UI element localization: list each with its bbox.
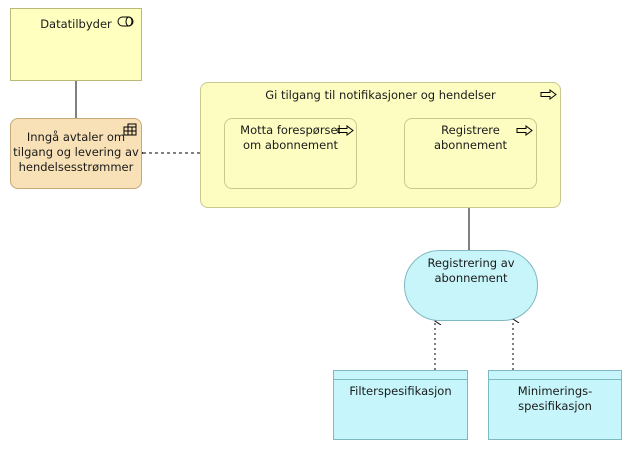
contract-grid-icon bbox=[123, 123, 137, 136]
data-object-filterspesifikasjon[interactable]: Filterspesifikasjon bbox=[333, 370, 468, 440]
process-arrow-icon bbox=[337, 125, 354, 136]
actor-label: Datatilbyder bbox=[40, 17, 112, 31]
role-icon bbox=[117, 16, 134, 27]
event-label: Registrering av abonnement bbox=[427, 256, 515, 285]
process-receive-label: Motta forespørsel om abonnement bbox=[240, 123, 341, 152]
process-arrow-icon bbox=[516, 125, 533, 136]
data-minimize-label: Minimerings- spesifikasjon bbox=[517, 384, 593, 413]
business-interaction-contract[interactable]: Inngå avtaler om tilgang og levering av … bbox=[10, 118, 142, 189]
process-motta-foresporsel[interactable]: Motta forespørsel om abonnement bbox=[224, 118, 357, 189]
contract-label: Inngå avtaler om tilgang og levering av … bbox=[13, 130, 139, 174]
business-event-registrering[interactable]: Registrering av abonnement bbox=[404, 250, 538, 321]
data-object-header-bar bbox=[489, 379, 621, 380]
process-register-label: Registrere abonnement bbox=[433, 123, 508, 152]
process-registrere-abonnement[interactable]: Registrere abonnement bbox=[404, 118, 537, 189]
data-object-minimeringsspesifikasjon[interactable]: Minimerings- spesifikasjon bbox=[488, 370, 622, 440]
data-filter-label: Filterspesifikasjon bbox=[349, 384, 452, 398]
process-arrow-icon bbox=[540, 89, 557, 100]
data-object-header-bar bbox=[334, 379, 467, 380]
business-actor-datatilbyder[interactable]: Datatilbyder bbox=[10, 8, 142, 81]
process-main-label: Gi tilgang til notifikasjoner og hendels… bbox=[265, 88, 496, 102]
